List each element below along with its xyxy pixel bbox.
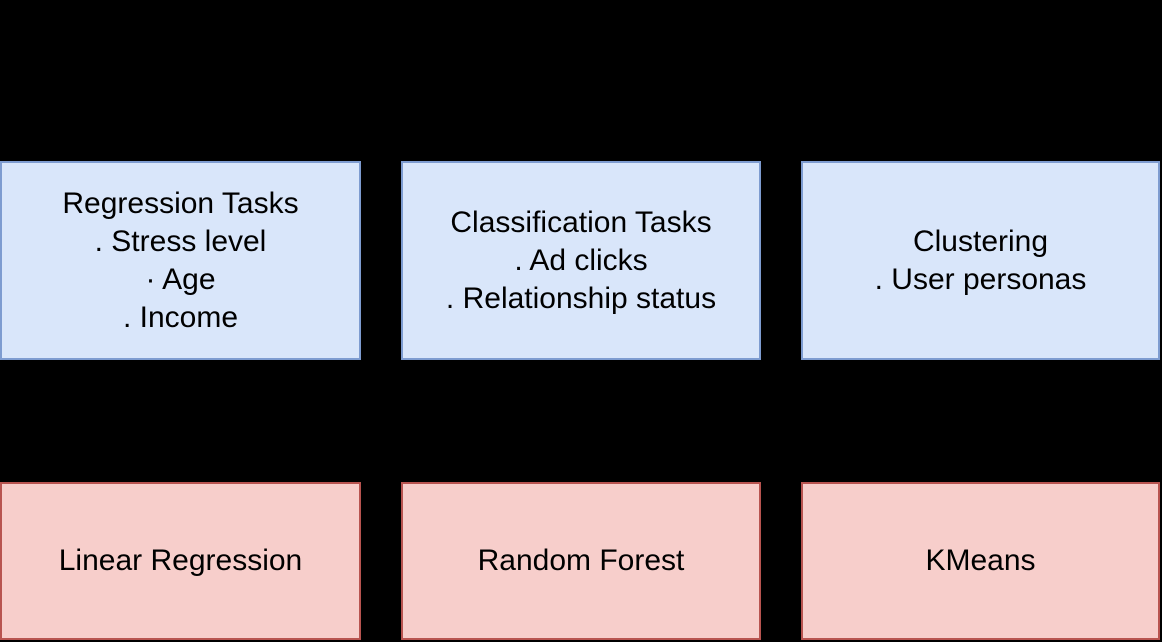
task-node-regression: Regression Tasks . Stress level · Age . …: [0, 161, 361, 360]
task-title: Regression Tasks: [62, 186, 299, 220]
model-node-random-forest: Random Forest: [401, 482, 761, 640]
task-node-clustering: Clustering . User personas: [801, 161, 1160, 360]
task-item: . Income: [122, 300, 239, 334]
task-title: Clustering: [912, 224, 1049, 258]
task-item: . Stress level: [94, 224, 267, 258]
model-node-linear-regression: Linear Regression: [0, 482, 361, 640]
task-item: . User personas: [874, 262, 1087, 296]
task-item: · Age: [145, 262, 216, 296]
task-node-classification: Classification Tasks . Ad clicks . Relat…: [401, 161, 761, 360]
task-item: . Relationship status: [445, 281, 717, 315]
model-label: KMeans: [925, 544, 1036, 577]
model-label: Linear Regression: [58, 544, 303, 577]
task-item: . Ad clicks: [514, 243, 648, 277]
model-node-kmeans: KMeans: [801, 482, 1160, 640]
task-title: Classification Tasks: [450, 205, 712, 239]
model-label: Random Forest: [477, 544, 685, 577]
